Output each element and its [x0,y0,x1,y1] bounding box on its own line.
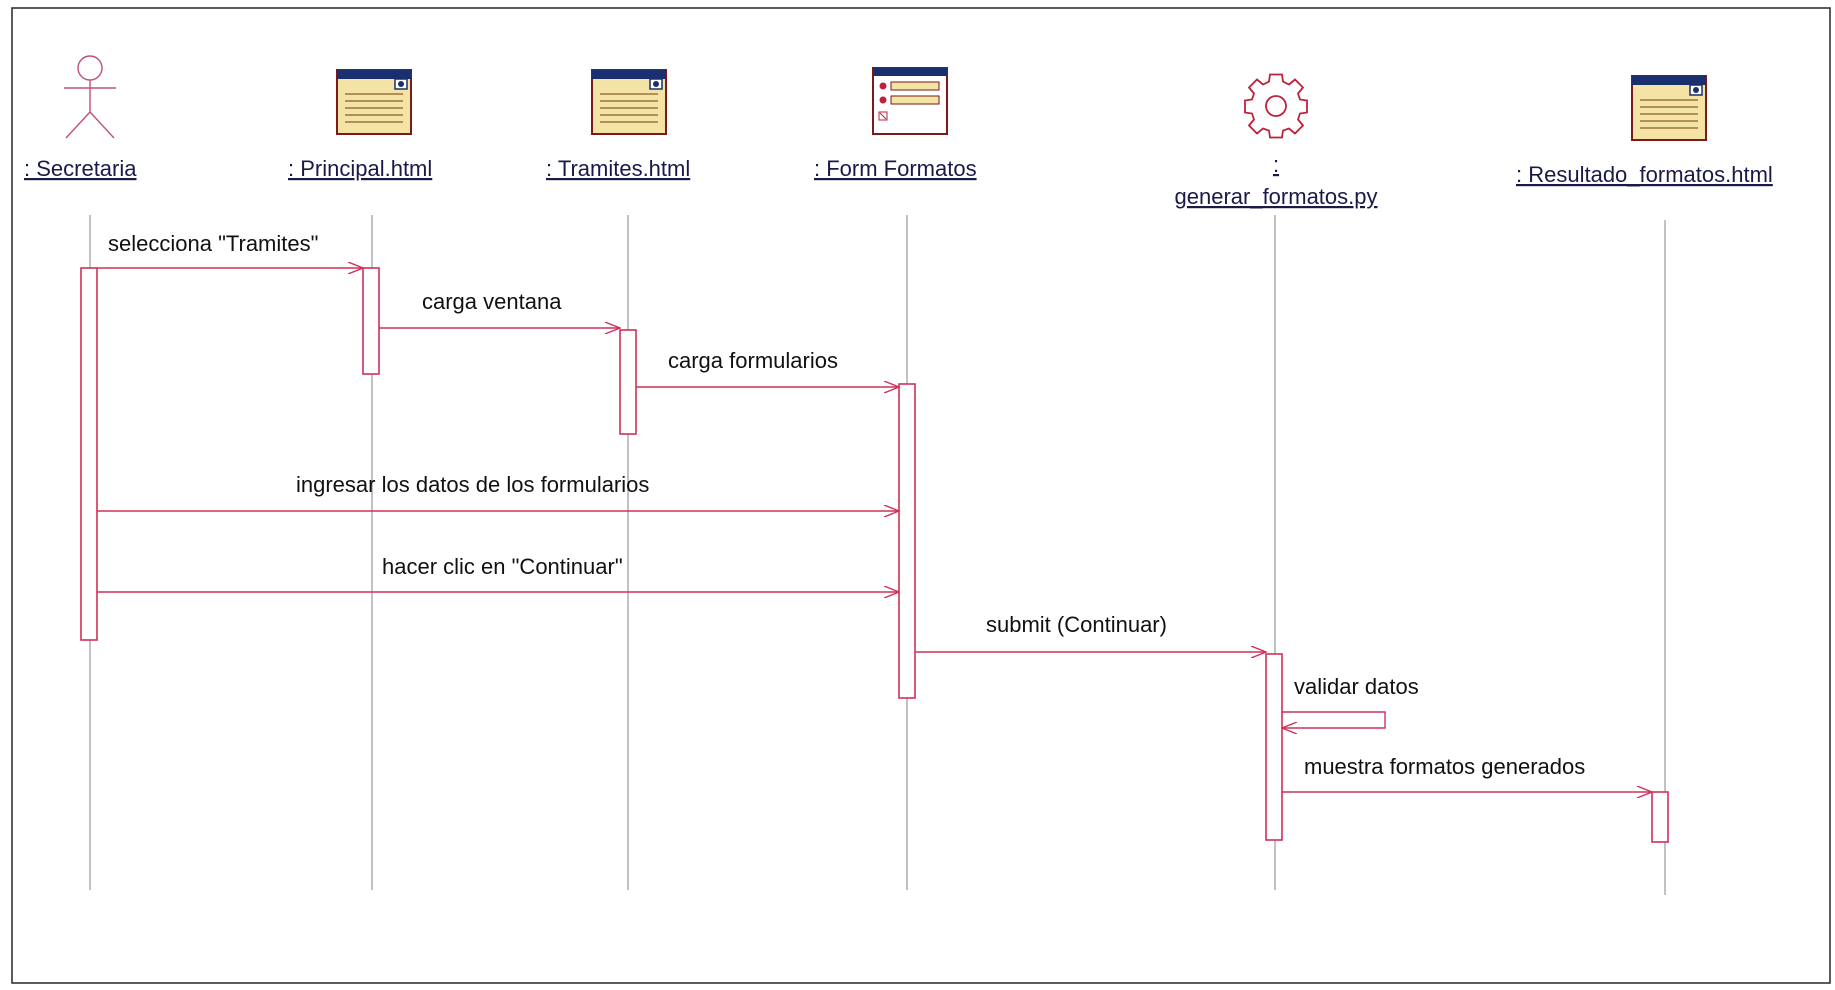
participant-label-generar: generar_formatos.py [1175,184,1378,209]
self-message-arrow [1282,711,1386,728]
activation-resultado [1651,791,1669,843]
activation-form [898,383,916,699]
participant-label-form: : Form Formatos [814,156,977,181]
form-window-icon [872,67,948,135]
activation-generar [1265,653,1283,841]
participant-label-secretaria: : Secretaria [24,156,137,181]
diagram-frame [11,7,1831,984]
participant-label-principal: : Principal.html [288,156,432,181]
message-label: submit (Continuar) [986,612,1167,637]
activation-secretaria [80,267,98,641]
html-page-icon [1631,75,1707,141]
participant-label-resultado: : Resultado_formatos.html [1516,162,1773,187]
message-label: ingresar los datos de los formularios [296,472,649,497]
message-label: hacer clic en "Continuar" [382,554,623,579]
activation-principal [362,267,380,375]
html-page-icon [591,69,667,135]
message-label: validar datos [1294,674,1419,699]
participant-label-tramites: : Tramites.html [546,156,690,181]
activation-tramites [619,329,637,435]
message-label: carga formularios [668,348,838,373]
message-label: muestra formatos generados [1304,754,1585,779]
participant-label-generar-prefix: : [1273,152,1279,177]
gear-icon [1244,73,1308,139]
message-label: selecciona "Tramites" [108,231,318,256]
html-page-icon [336,69,412,135]
message-label: carga ventana [422,289,562,314]
actor-stick-figure-icon [64,55,116,139]
